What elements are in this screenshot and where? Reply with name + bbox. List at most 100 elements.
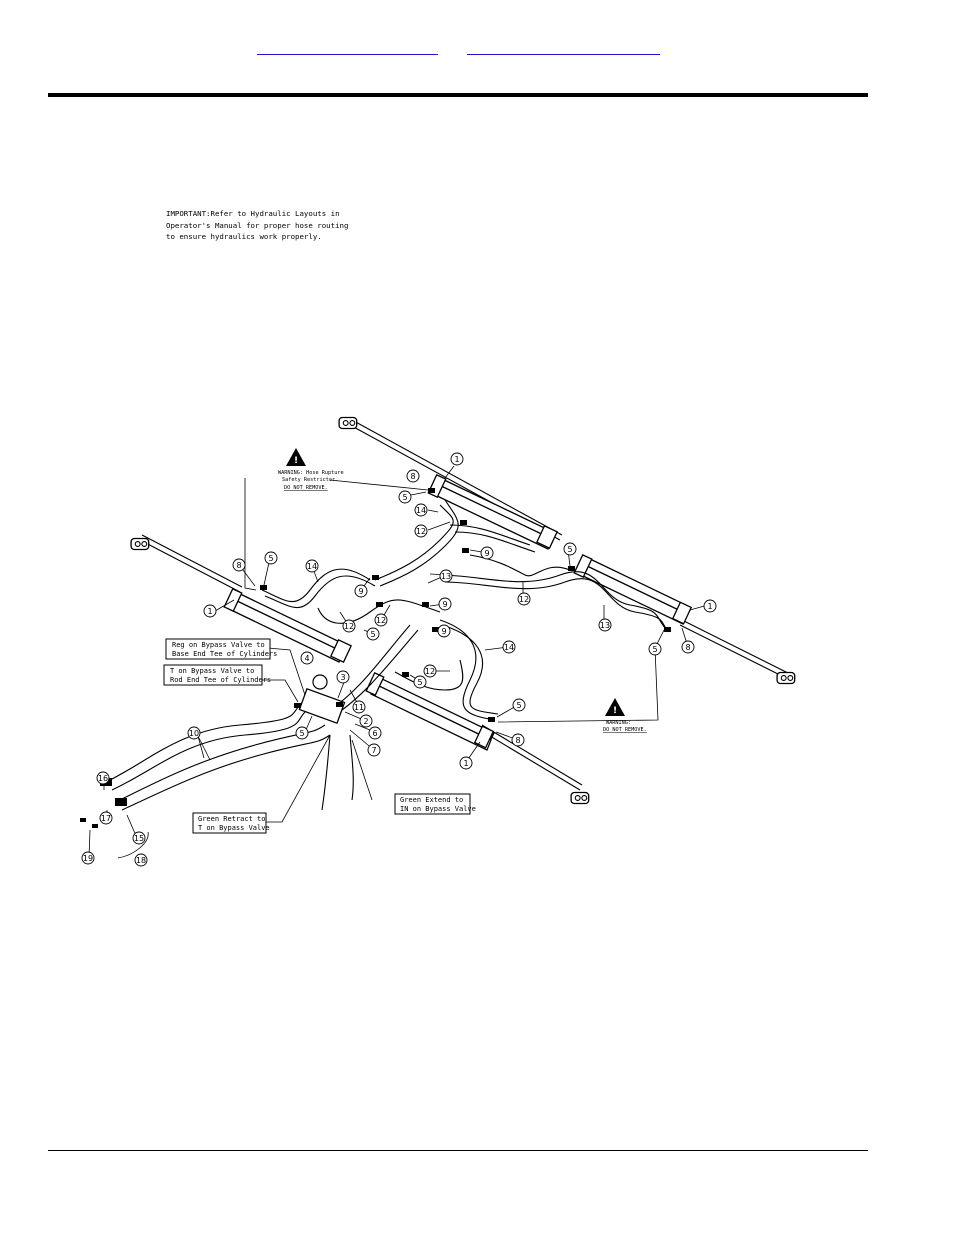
balloon-5: 5 bbox=[398, 490, 412, 504]
balloon-1: 1 bbox=[203, 604, 217, 618]
svg-text:4: 4 bbox=[304, 654, 309, 663]
balloon-13: 13 bbox=[598, 618, 612, 632]
footer-rule bbox=[48, 1150, 868, 1151]
svg-text:8: 8 bbox=[515, 736, 520, 745]
warning-top: ! WARNING: Hose Rupture Safety Restricto… bbox=[278, 448, 344, 491]
balloon-5: 5 bbox=[563, 542, 577, 556]
svg-text:3: 3 bbox=[340, 673, 345, 682]
svg-text:18: 18 bbox=[136, 856, 146, 865]
gauge-icon bbox=[312, 674, 328, 690]
svg-text:9: 9 bbox=[442, 600, 447, 609]
warning-right: ! WARNING: DO NOT REMOVE. bbox=[603, 698, 647, 733]
balloon-15: 15 bbox=[132, 831, 146, 845]
clevis-icon bbox=[776, 671, 796, 685]
callout-t-line-2: Rod End Tee of Cylinders bbox=[170, 676, 271, 684]
svg-text:17: 17 bbox=[101, 814, 111, 823]
svg-text:15: 15 bbox=[134, 834, 144, 843]
note-line-1: IMPORTANT:Refer to Hydraulic Layouts in bbox=[166, 209, 340, 218]
balloon-3: 3 bbox=[336, 670, 350, 684]
important-note: IMPORTANT:Refer to Hydraulic Layouts in … bbox=[166, 208, 366, 243]
svg-text:2: 2 bbox=[363, 717, 368, 726]
callout-extend-line-1: Green Extend to bbox=[400, 796, 463, 804]
svg-text:14: 14 bbox=[307, 562, 317, 571]
svg-text:16: 16 bbox=[98, 774, 108, 783]
svg-text:12: 12 bbox=[376, 616, 386, 625]
callout-retract-line-1: Green Retract to bbox=[198, 815, 265, 823]
callout-green-retract: Green Retract to T on Bypass Valve bbox=[192, 812, 270, 834]
balloon-8: 8 bbox=[232, 558, 246, 572]
nav-link-left[interactable] bbox=[257, 40, 438, 55]
callout-extend-line-2: IN on Bypass Valve bbox=[400, 805, 476, 813]
balloon-5: 5 bbox=[366, 627, 380, 641]
svg-text:1: 1 bbox=[454, 455, 459, 464]
balloon-12: 12 bbox=[423, 664, 437, 678]
svg-text:5: 5 bbox=[299, 729, 304, 738]
svg-text:5: 5 bbox=[268, 554, 273, 563]
callout-t-bypass: T on Bypass Valve to Rod End Tee of Cyli… bbox=[163, 664, 271, 686]
svg-text:5: 5 bbox=[402, 493, 407, 502]
svg-text:!: ! bbox=[294, 456, 298, 466]
balloon-12: 12 bbox=[374, 613, 388, 627]
clevis-icon bbox=[570, 791, 590, 805]
balloon-8: 8 bbox=[511, 733, 525, 747]
callout-reg-bypass: Reg on Bypass Valve to Base End Tee of C… bbox=[165, 638, 277, 660]
balloon-12: 12 bbox=[414, 524, 428, 538]
rods bbox=[139, 419, 793, 791]
svg-text:19: 19 bbox=[83, 854, 93, 863]
note-line-3: to ensure hydraulics work properly. bbox=[166, 232, 322, 241]
balloon-14: 14 bbox=[305, 559, 319, 573]
svg-text:7: 7 bbox=[371, 746, 376, 755]
balloon-14: 14 bbox=[414, 503, 428, 517]
balloon-5: 5 bbox=[264, 551, 278, 565]
svg-text:9: 9 bbox=[358, 587, 363, 596]
balloon-8: 8 bbox=[681, 640, 695, 654]
balloon-5: 5 bbox=[295, 726, 309, 740]
callout-reg-line-2: Base End Tee of Cylinders bbox=[172, 650, 277, 658]
svg-text:5: 5 bbox=[567, 545, 572, 554]
header-rule bbox=[48, 93, 868, 97]
svg-text:!: ! bbox=[613, 706, 617, 716]
balloon-9: 9 bbox=[354, 584, 368, 598]
svg-text:12: 12 bbox=[416, 527, 426, 536]
balloon-5: 5 bbox=[413, 675, 427, 689]
svg-text:13: 13 bbox=[600, 621, 610, 630]
balloon-17: 17 bbox=[99, 811, 113, 825]
svg-text:12: 12 bbox=[344, 622, 354, 631]
warning-icon bbox=[286, 448, 306, 466]
balloon-4: 4 bbox=[300, 651, 314, 665]
warning-icon bbox=[605, 698, 625, 716]
balloon-10: 10 bbox=[187, 726, 201, 740]
balloon-1: 1 bbox=[703, 599, 717, 613]
nav-link-right[interactable] bbox=[467, 40, 660, 55]
balloon-7: 7 bbox=[367, 743, 381, 757]
balloon-19: 19 bbox=[81, 851, 95, 865]
balloon-5: 5 bbox=[648, 642, 662, 656]
clevis-icon bbox=[130, 537, 150, 551]
callout-reg-line-1: Reg on Bypass Valve to bbox=[172, 641, 265, 649]
warning-top-line-1: WARNING: Hose Rupture bbox=[278, 470, 344, 476]
svg-text:10: 10 bbox=[189, 729, 199, 738]
warning-right-line-2: DO NOT REMOVE. bbox=[603, 727, 647, 733]
svg-text:1: 1 bbox=[707, 602, 712, 611]
balloon-6: 6 bbox=[368, 726, 382, 740]
svg-text:12: 12 bbox=[519, 595, 529, 604]
bypass-valve bbox=[298, 674, 346, 725]
svg-text:11: 11 bbox=[354, 703, 364, 712]
balloon-5: 5 bbox=[512, 698, 526, 712]
callout-retract-line-2: T on Bypass Valve bbox=[198, 824, 270, 832]
balloon-9: 9 bbox=[437, 624, 451, 638]
svg-text:1: 1 bbox=[463, 759, 468, 768]
svg-text:9: 9 bbox=[441, 627, 446, 636]
svg-text:5: 5 bbox=[370, 630, 375, 639]
svg-text:5: 5 bbox=[417, 678, 422, 687]
balloon-13: 13 bbox=[439, 569, 453, 583]
svg-text:14: 14 bbox=[416, 506, 426, 515]
warning-right-line-1: WARNING: bbox=[606, 720, 631, 726]
svg-text:5: 5 bbox=[652, 645, 657, 654]
balloon-8: 8 bbox=[406, 469, 420, 483]
svg-text:9: 9 bbox=[484, 549, 489, 558]
callout-t-line-1: T on Bypass Valve to bbox=[170, 667, 254, 675]
balloon-2: 2 bbox=[359, 714, 373, 728]
svg-text:1: 1 bbox=[207, 607, 212, 616]
warning-top-line-3: DO NOT REMOVE. bbox=[284, 485, 328, 491]
